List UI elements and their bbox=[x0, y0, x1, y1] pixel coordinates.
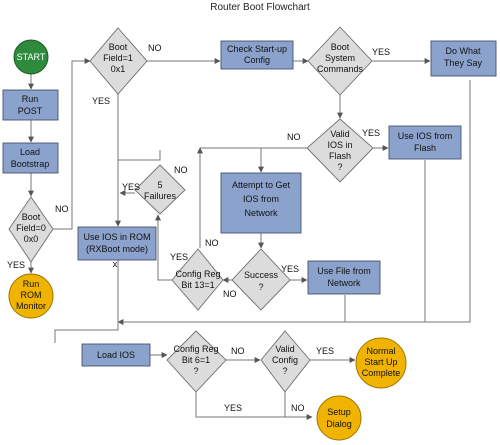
run-rom-monitor-terminal: Run ROM Monitor bbox=[8, 273, 54, 319]
run-post-box: Run POST bbox=[2, 89, 59, 121]
svg-text:Config: Config bbox=[272, 355, 298, 365]
svg-text:?: ? bbox=[282, 366, 287, 376]
svg-text:Config Reg: Config Reg bbox=[175, 269, 220, 279]
svg-text:Use IOS from: Use IOS from bbox=[398, 131, 453, 141]
branch-labels: NO YES NO YES YES NO YES NO YES YES NO N… bbox=[7, 43, 390, 413]
label-no-bf0: NO bbox=[55, 204, 69, 214]
svg-text:Normal: Normal bbox=[366, 346, 395, 356]
svg-text:START: START bbox=[17, 52, 46, 62]
label-no-cr6: NO bbox=[231, 346, 245, 356]
config-reg-13-diamond: Config Reg Bit 13=1 bbox=[171, 248, 224, 311]
svg-text:0x1: 0x1 bbox=[111, 64, 126, 74]
svg-text:Load IOS: Load IOS bbox=[97, 350, 135, 360]
svg-text:Field=1: Field=1 bbox=[103, 53, 133, 63]
label-yes-bsc: YES bbox=[372, 47, 390, 57]
check-startup-config-box: Check Start-up Config bbox=[220, 40, 294, 70]
svg-text:Boot: Boot bbox=[109, 42, 128, 52]
success-diamond: Success ? bbox=[231, 248, 291, 311]
svg-text:Load: Load bbox=[20, 147, 40, 157]
svg-text:Check Start-up: Check Start-up bbox=[227, 44, 287, 54]
svg-text:Use IOS in ROM: Use IOS in ROM bbox=[83, 232, 150, 242]
valid-ios-flash-diamond: Valid IOS in Flash ? bbox=[306, 118, 374, 183]
setup-dialog-terminal: Setup Dialog bbox=[316, 395, 362, 441]
do-what-they-say-box: Do What They Say bbox=[430, 40, 497, 77]
label-no-bf1: NO bbox=[148, 43, 162, 53]
load-bootstrap-box: Load Bootstrap bbox=[2, 142, 59, 174]
start-node: START bbox=[13, 39, 49, 75]
config-reg-6-diamond: Config Reg Bit 6=1 ? bbox=[166, 330, 227, 393]
svg-text:System: System bbox=[325, 53, 355, 63]
svg-text:Config: Config bbox=[244, 55, 270, 65]
svg-text:Start Up: Start Up bbox=[364, 357, 397, 367]
label-yes-bf1: YES bbox=[92, 96, 110, 106]
attempt-network-box: Attempt to Get IOS from Network bbox=[220, 172, 302, 234]
svg-text:Do What: Do What bbox=[445, 46, 481, 56]
svg-text:Complete: Complete bbox=[362, 368, 401, 378]
svg-text:Valid: Valid bbox=[330, 129, 349, 139]
svg-text:Run: Run bbox=[23, 279, 40, 289]
label-yes-cr6: YES bbox=[224, 403, 242, 413]
use-ios-rom-box: Use IOS in ROM (RXBoot mode) bbox=[77, 226, 157, 261]
svg-text:Flash: Flash bbox=[329, 151, 351, 161]
svg-text:(RXBoot mode): (RXBoot mode) bbox=[86, 244, 148, 254]
label-no-success: NO bbox=[223, 289, 237, 299]
label-yes-bf0: YES bbox=[7, 260, 25, 270]
connectors bbox=[28, 58, 471, 420]
label-no-cr13: NO bbox=[205, 238, 219, 248]
svg-text:POST: POST bbox=[18, 106, 43, 116]
svg-text:Boot: Boot bbox=[22, 212, 41, 222]
svg-text:Flash: Flash bbox=[414, 143, 436, 153]
svg-text:IOS in: IOS in bbox=[327, 140, 352, 150]
boot-system-commands-diamond: Boot System Commands bbox=[307, 26, 373, 96]
svg-text:Dialog: Dialog bbox=[326, 419, 352, 429]
label-yes-ff: YES bbox=[122, 182, 140, 192]
use-file-network-box: Use File from Network bbox=[307, 260, 381, 295]
svg-text:Use File from: Use File from bbox=[317, 266, 371, 276]
svg-text:Monitor: Monitor bbox=[16, 301, 46, 311]
svg-text:Network: Network bbox=[327, 278, 361, 288]
svg-text:Failures: Failures bbox=[144, 191, 177, 201]
boot-field-1-diamond: Boot Field=1 0x1 bbox=[89, 27, 148, 95]
svg-text:Boot: Boot bbox=[331, 42, 350, 52]
svg-text:They Say: They Say bbox=[444, 58, 483, 68]
label-yes-cr13: YES bbox=[170, 252, 188, 262]
label-no-vif: NO bbox=[287, 132, 301, 142]
svg-text:5: 5 bbox=[157, 180, 162, 190]
use-ios-flash-box: Use IOS from Flash bbox=[388, 125, 462, 160]
svg-text:Valid: Valid bbox=[275, 344, 294, 354]
label-no-ff: NO bbox=[174, 165, 188, 175]
svg-text:Success: Success bbox=[244, 270, 279, 280]
chart-title: Router Boot Flowchart bbox=[210, 2, 310, 13]
load-ios-box: Load IOS bbox=[81, 343, 151, 367]
svg-text:ROM: ROM bbox=[21, 290, 42, 300]
svg-text:Config Reg: Config Reg bbox=[173, 344, 218, 354]
label-no-vc: NO bbox=[291, 403, 305, 413]
five-failures-diamond: 5 Failures bbox=[134, 164, 186, 215]
svg-text:?: ? bbox=[337, 162, 342, 172]
valid-config-diamond: Valid Config ? bbox=[260, 330, 311, 393]
normal-startup-terminal: Normal Start Up Complete bbox=[355, 337, 407, 389]
svg-text:Bit 6=1: Bit 6=1 bbox=[182, 355, 210, 365]
svg-text:Attempt to Get: Attempt to Get bbox=[232, 180, 291, 190]
svg-text:Run: Run bbox=[22, 94, 39, 104]
svg-text:?: ? bbox=[193, 366, 198, 376]
svg-text:Bootstrap: Bootstrap bbox=[11, 159, 50, 169]
x-mark: x bbox=[113, 259, 118, 269]
label-yes-success: YES bbox=[281, 264, 299, 274]
svg-text:Commands: Commands bbox=[317, 64, 364, 74]
svg-text:Setup: Setup bbox=[327, 407, 351, 417]
svg-text:Field=0: Field=0 bbox=[16, 223, 46, 233]
svg-text:0x0: 0x0 bbox=[24, 234, 39, 244]
svg-text:?: ? bbox=[258, 282, 263, 292]
svg-text:Bit 13=1: Bit 13=1 bbox=[181, 280, 214, 290]
label-yes-vc: YES bbox=[316, 346, 334, 356]
boot-field-0-diamond: Boot Field=0 0x0 bbox=[8, 196, 54, 263]
label-yes-vif: YES bbox=[362, 128, 380, 138]
svg-text:Network: Network bbox=[244, 208, 278, 218]
svg-text:IOS from: IOS from bbox=[243, 194, 279, 204]
